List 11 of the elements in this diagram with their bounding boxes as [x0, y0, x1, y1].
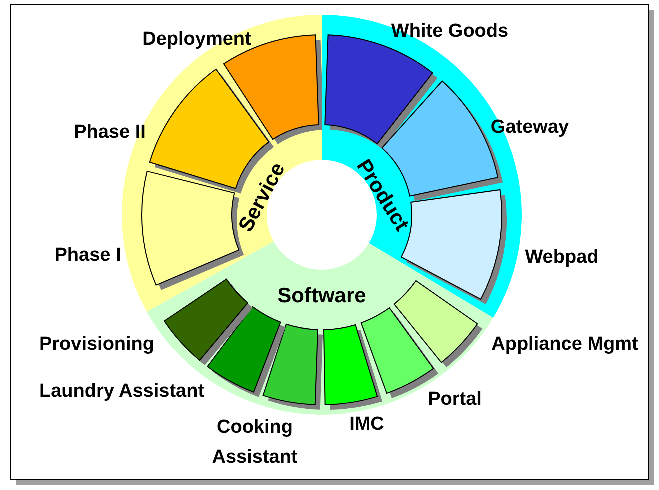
segment-label: Appliance Mgmt [492, 334, 638, 356]
segment-label: Laundry Assistant [39, 381, 205, 402]
segment-label: IMC [350, 414, 384, 436]
sector-label: Software [278, 284, 366, 308]
segment-label: Webpad [525, 247, 599, 268]
segment-label: Deployment [142, 29, 252, 50]
segment-label: Phase II [74, 122, 146, 144]
segment-label: Phase I [54, 245, 122, 266]
segment-label: Cooking Assistant [212, 417, 298, 468]
segment-label: Portal [428, 389, 482, 410]
segment-label: Provisioning [39, 334, 155, 356]
